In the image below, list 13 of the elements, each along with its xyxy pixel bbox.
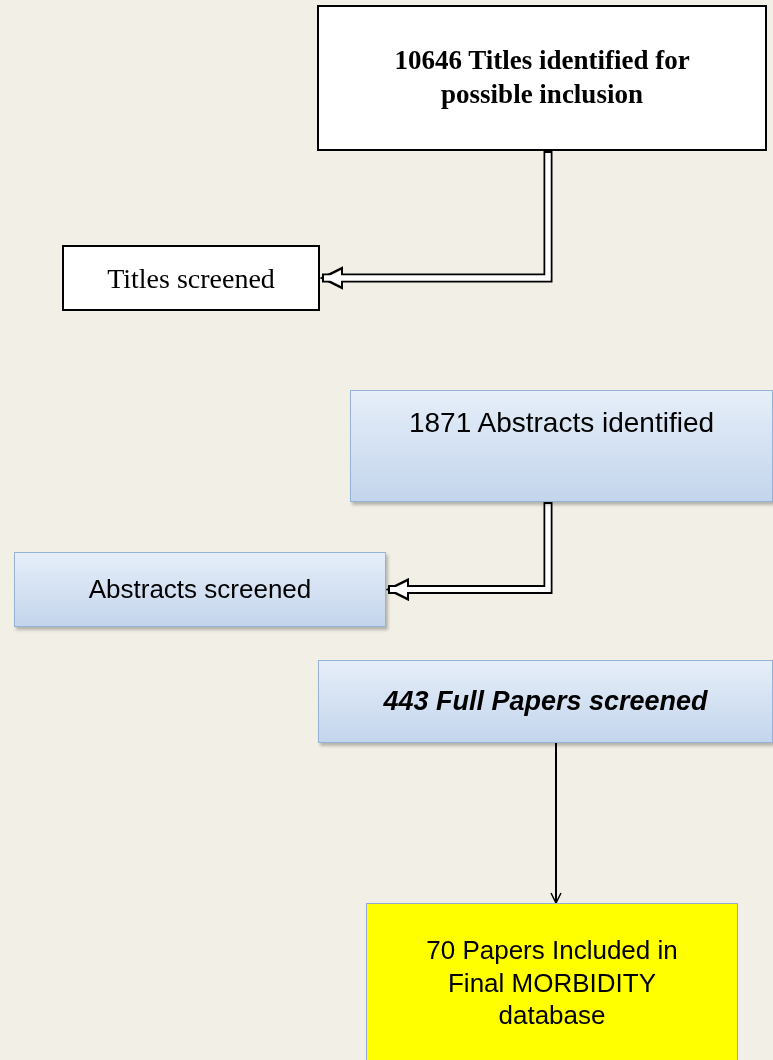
process-box [350, 390, 773, 502]
box-label: 10646 Titles identified for possible inclusion [393, 44, 691, 111]
box-label: Abstracts screened [88, 573, 312, 606]
process-box [366, 903, 738, 1060]
process-box [62, 245, 320, 311]
box-label: Titles screened [107, 261, 275, 296]
arrow [550, 742, 562, 904]
process-box [318, 660, 773, 743]
box-label: 443 Full Papers screened [383, 684, 708, 718]
box-label: 1871 Abstracts identified [408, 406, 715, 440]
box-label: 70 Papers Included in Final MORBIDITY database [425, 934, 679, 1032]
process-box [14, 552, 386, 627]
process-box [317, 5, 767, 151]
